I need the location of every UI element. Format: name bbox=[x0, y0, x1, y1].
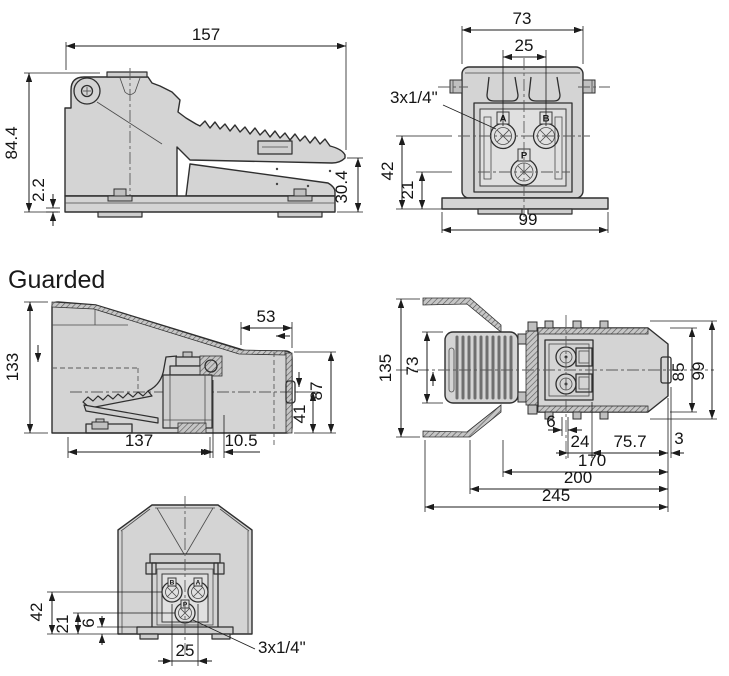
dim-base-width: 99 bbox=[519, 210, 538, 229]
dim-port-height-guarded: 42 bbox=[27, 603, 46, 622]
dim-overall-width: 99 bbox=[689, 362, 708, 381]
port-label-p: P bbox=[521, 151, 528, 162]
dim-base-height-guarded: 6 bbox=[79, 618, 98, 627]
dim-170: 170 bbox=[578, 451, 606, 470]
dim-port-height: 42 bbox=[378, 162, 397, 181]
dim-base-length: 137 bbox=[125, 431, 153, 450]
guarded-side-view: 133 53 87 41 137 10.5 bbox=[3, 301, 336, 458]
dim-75-7: 75.7 bbox=[613, 432, 646, 451]
dim-p-port-height-guarded: 21 bbox=[53, 615, 72, 634]
dim-pin-height: 41 bbox=[290, 405, 309, 424]
dim-length: 157 bbox=[192, 25, 220, 44]
top-clip bbox=[106, 71, 148, 78]
roller-pin bbox=[285, 380, 296, 404]
dim-200: 200 bbox=[564, 468, 592, 487]
dim-245: 245 bbox=[542, 486, 570, 505]
dim-pedal-height: 30.4 bbox=[332, 170, 351, 203]
dim-pedal-width: 73 bbox=[403, 357, 422, 376]
dim-body-width: 85 bbox=[669, 363, 688, 382]
dim-port-pitch: 25 bbox=[515, 36, 534, 55]
guarded-title: Guarded bbox=[8, 266, 105, 294]
port-label-b-guarded: B bbox=[170, 580, 175, 587]
dim-6: 6 bbox=[546, 412, 555, 431]
front-view: A B P 73 25 3x1/4" 42 21 99 bbox=[378, 9, 610, 234]
dim-24: 24 bbox=[571, 432, 590, 451]
dim-guard-height: 133 bbox=[3, 353, 22, 381]
pedal-tab bbox=[257, 140, 293, 155]
dim-rear-height: 87 bbox=[307, 382, 326, 401]
port-thread-label: 3x1/4" bbox=[390, 88, 438, 107]
dim-offset: 10.5 bbox=[224, 431, 257, 450]
heel-lever bbox=[185, 163, 336, 197]
valve-block bbox=[162, 374, 213, 429]
dim-height: 84.4 bbox=[2, 126, 21, 159]
side-view: 157 84.4 2.2 30.4 bbox=[2, 25, 363, 226]
dim-3: 3 bbox=[674, 429, 683, 448]
base-plate bbox=[441, 197, 609, 210]
hinge-screw bbox=[73, 77, 101, 105]
dim-base-thickness: 2.2 bbox=[29, 178, 48, 202]
guarded-front-view: B A P 42 21 6 25 3x1/4" bbox=[27, 496, 306, 666]
dim-guard-width: 135 bbox=[376, 354, 395, 382]
port-label-a-guarded: A bbox=[196, 580, 201, 587]
dim-p-port-height: 21 bbox=[398, 181, 417, 200]
dim-body-width: 73 bbox=[513, 9, 532, 28]
guarded-top-view: 135 73 85 99 6 24 75.7 3 bbox=[376, 297, 717, 512]
dim-port-pitch-guarded: 25 bbox=[176, 641, 195, 660]
port-thread-label-guarded: 3x1/4" bbox=[258, 638, 306, 657]
dim-top-length: 53 bbox=[257, 307, 276, 326]
